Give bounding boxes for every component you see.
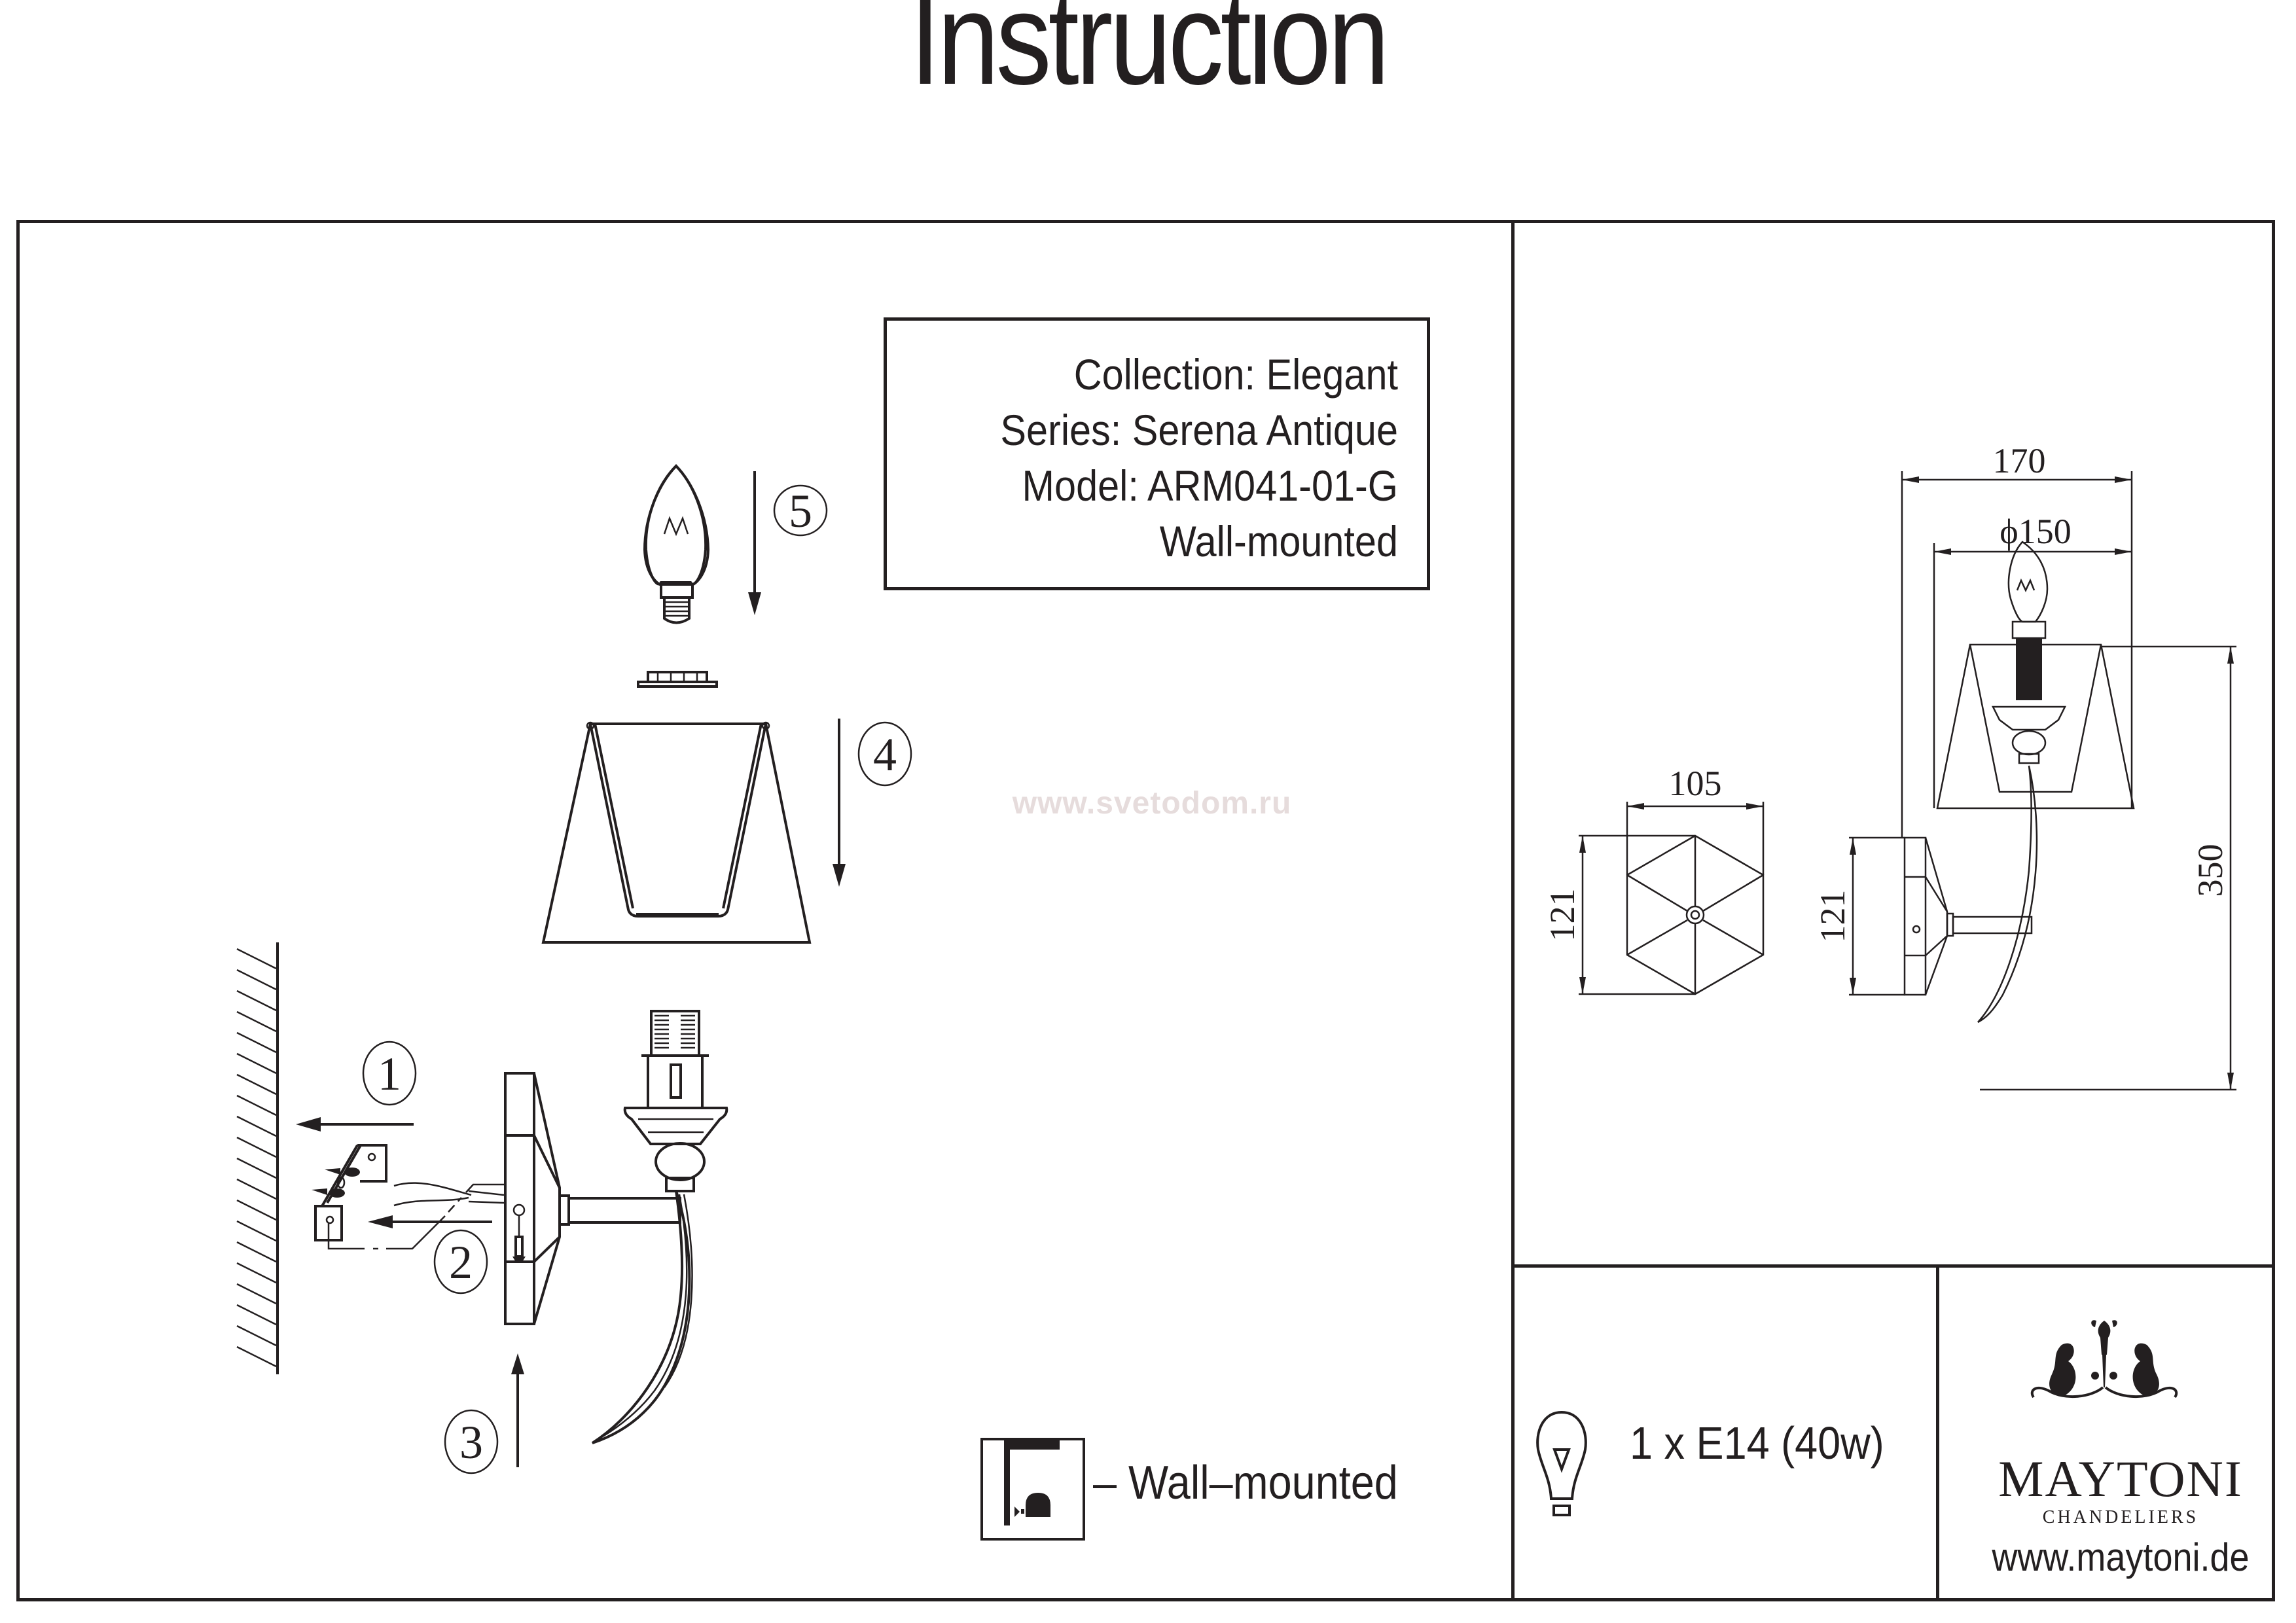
wall-hatch-line	[236, 1052, 277, 1075]
step-1-arrow	[296, 1117, 414, 1132]
wires-icon	[393, 1182, 505, 1207]
wall-hatch-line	[236, 1115, 277, 1137]
collection-label: Collection: Elegant	[1073, 350, 1398, 399]
candle-bulb-icon	[643, 464, 710, 624]
dim-121-side-label: 121	[1813, 890, 1852, 943]
step-5-arrow	[748, 471, 761, 615]
dimension-shade-diameter: ϕ150	[1933, 512, 2132, 808]
dimension-base-height: 121	[1543, 834, 1695, 995]
dimension-side-base-height: 121	[1813, 836, 1905, 996]
wall-hatch-line	[236, 1220, 277, 1242]
wall-hatch-line	[236, 1262, 277, 1284]
step-3-arrow	[511, 1353, 524, 1467]
brand-name: MAYTONI	[1998, 1450, 2243, 1507]
dim-121-front-label: 121	[1543, 889, 1582, 942]
step-1-number: 1	[378, 1048, 401, 1100]
wall-hatch-icon	[236, 942, 279, 1374]
wall-hatch-line	[236, 1283, 277, 1305]
dim-105-label: 105	[1669, 764, 1722, 803]
step-4-badge: 4	[857, 721, 912, 787]
wall-hatch-line	[236, 969, 277, 991]
wall-hatch-line	[236, 1346, 277, 1368]
model-label: Model: ARM041-01-G	[1022, 461, 1398, 510]
document-title: Instruction	[910, 0, 1390, 112]
panel-divider-horizontal	[1511, 1264, 2275, 1268]
wall-hatch-line	[236, 1010, 277, 1033]
mounting-bracket-icon	[312, 1144, 504, 1250]
brand-tagline: CHANDELIERS	[2042, 1507, 2199, 1527]
wall-mount-icon	[980, 1438, 1085, 1541]
wall-hatch-line	[236, 1031, 277, 1054]
dimension-base-width: 105	[1626, 764, 1765, 875]
wall-hatch-line	[236, 1199, 277, 1221]
step-2-arrow	[368, 1215, 492, 1228]
horn-arm-icon	[591, 1190, 693, 1444]
dim-170-label: 170	[1993, 441, 2046, 480]
arm-icon	[558, 1194, 681, 1226]
wall-hatch-line	[236, 990, 277, 1012]
maytoni-ornament-logo	[2030, 1320, 2178, 1399]
bulb-spec-label: 1 x E14 (40w)	[1630, 1418, 1884, 1469]
series-label: Series: Serena Antique	[1000, 406, 1398, 454]
wall-hatch-line	[236, 1136, 277, 1158]
wall-hatch-line	[236, 1178, 277, 1200]
base-plate-front-view	[1626, 834, 1765, 995]
wall-hatch-line	[236, 1094, 277, 1116]
step-2-number: 2	[449, 1236, 473, 1289]
step-3-badge: 3	[444, 1409, 499, 1474]
step-2-badge: 2	[433, 1229, 488, 1294]
dim-150-label: ϕ150	[2000, 512, 2071, 551]
wall-hatch-line	[236, 1325, 277, 1347]
mounting-type-label: Wall-mounted	[1159, 517, 1398, 565]
wall-mounted-legend-label: – Wall–mounted	[1093, 1457, 1398, 1509]
dimension-total-depth: 170	[1901, 441, 2133, 838]
step-5-badge: 5	[773, 484, 828, 537]
step-3-number: 3	[459, 1416, 483, 1469]
brand-website-link[interactable]: www.maytoni.de	[1992, 1535, 2250, 1579]
wall-hatch-line	[236, 1241, 277, 1263]
wall-hatch-line	[236, 1304, 277, 1326]
instruction-frame	[16, 220, 2275, 1601]
step-4-number: 4	[873, 728, 897, 781]
panel-divider-vertical	[1511, 220, 1515, 1601]
wall-base-icon	[504, 1072, 561, 1325]
step-5-number: 5	[789, 485, 812, 537]
lampshade-icon	[541, 721, 812, 944]
side-view-lamp	[1936, 541, 2135, 1024]
wall-hatch-line	[236, 1073, 277, 1096]
light-bulb-icon	[1536, 1410, 1587, 1516]
product-info-box: Collection: Elegant Series: Serena Antiq…	[884, 317, 1430, 590]
footer-divider-vertical	[1936, 1264, 1939, 1601]
dimension-total-height: 350	[1980, 645, 2236, 1091]
wall-hatch-line	[236, 1157, 277, 1179]
shade-ring-icon	[637, 671, 718, 688]
step-1-badge: 1	[362, 1041, 417, 1106]
lamp-holder-icon	[623, 1010, 728, 1192]
watermark: www.svetodom.ru	[1012, 786, 1292, 821]
step-4-arrow	[833, 719, 846, 887]
wall-hatch-line	[236, 948, 277, 970]
dim-350-label: 350	[2191, 844, 2230, 897]
side-view-base	[1903, 836, 2033, 996]
